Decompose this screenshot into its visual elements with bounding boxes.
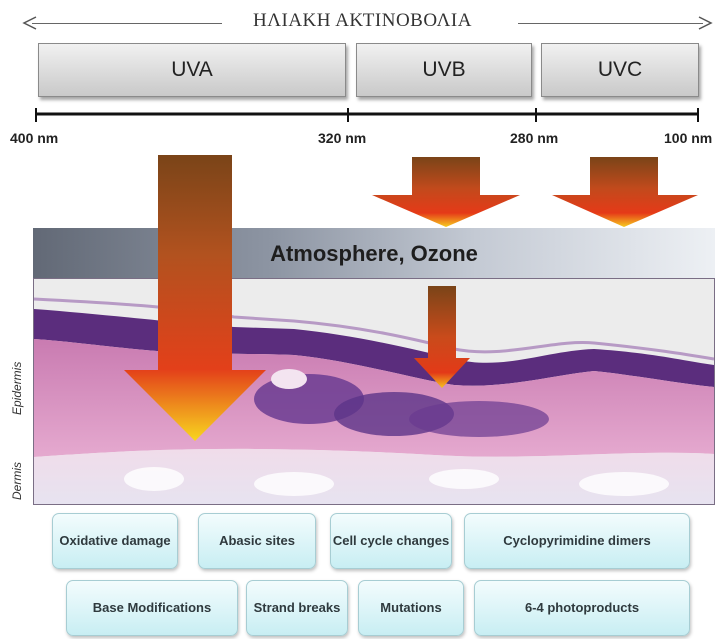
band-uvc: UVC: [541, 43, 699, 97]
uvb-arrow: [370, 157, 522, 229]
wavelength-320: 320 nm: [318, 130, 366, 146]
uva-arrow: [120, 155, 270, 445]
effect-strand-breaks: Strand breaks: [246, 580, 348, 636]
epidermis-label: Epidermis: [10, 362, 24, 415]
effect-cell-cycle-changes: Cell cycle changes: [330, 513, 452, 569]
uvc-arrow: [552, 157, 702, 229]
effect-oxidative-damage: Oxidative damage: [52, 513, 178, 569]
band-uvb: UVB: [356, 43, 532, 97]
effect-cyclopyrimidine-dimers: Cyclopyrimidine dimers: [464, 513, 690, 569]
band-uva: UVA: [38, 43, 346, 97]
wavelength-scale: [30, 106, 710, 126]
wavelength-400: 400 nm: [10, 130, 58, 146]
diagram-title: ΗΛΙΑΚΗ ΑΚΤΙΝΟΒΟΛΙΑ: [0, 10, 725, 32]
uvb-small-arrow: [412, 286, 472, 390]
effect-abasic-sites: Abasic sites: [198, 513, 316, 569]
wavelength-280: 280 nm: [510, 130, 558, 146]
wavelength-100: 100 nm: [664, 130, 712, 146]
atmosphere-label: Atmosphere, Ozone: [270, 241, 478, 267]
effect-base-modifications: Base Modifications: [66, 580, 238, 636]
effect-mutations: Mutations: [358, 580, 464, 636]
effect-6-4-photoproducts: 6-4 photoproducts: [474, 580, 690, 636]
dermis-label: Dermis: [10, 462, 24, 500]
